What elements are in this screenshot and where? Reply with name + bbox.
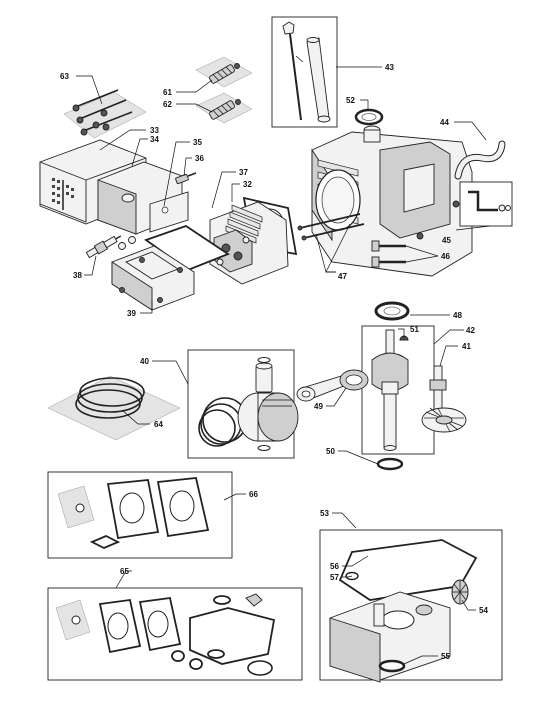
callout-55: 55 [441, 652, 450, 661]
valve-spring-kit-62 [195, 92, 253, 124]
crankcase-cover-box-53 [319, 529, 503, 683]
callout-61: 61 [163, 88, 172, 97]
callout-37: 37 [239, 168, 248, 177]
callout-49: 49 [314, 402, 323, 411]
breather-kit-45 [459, 181, 513, 227]
callout-51: 51 [410, 325, 419, 334]
valve-kit-63 [63, 89, 147, 139]
callout-40: 40 [140, 357, 149, 366]
callout-64: 64 [154, 420, 163, 429]
callout-66: 66 [249, 490, 258, 499]
dipstick-tube-assembly [271, 16, 338, 128]
callout-39: 39 [127, 309, 136, 318]
oil-seal-52 [354, 108, 384, 126]
callout-42: 42 [466, 326, 475, 335]
callout-45: 45 [442, 236, 451, 245]
callout-65: 65 [120, 567, 129, 576]
connecting-rod-49 [296, 369, 369, 402]
piston-ring-set-64 [47, 375, 181, 441]
callout-32: 32 [243, 180, 252, 189]
callout-35: 35 [193, 138, 202, 147]
callout-43: 43 [385, 63, 394, 72]
piston-kit-box-40 [187, 349, 299, 459]
callout-38: 38 [73, 271, 82, 280]
gasket-set-66 [47, 471, 233, 559]
washer-50 [376, 457, 404, 471]
gasket-set-65 [47, 587, 303, 681]
head-bolts-47 [297, 213, 365, 241]
cylinder-head-32 [209, 201, 289, 285]
crankshaft [371, 329, 409, 451]
cylinder-block [311, 125, 473, 277]
callout-62: 62 [163, 100, 172, 109]
callout-56: 56 [330, 562, 339, 571]
head-nut [128, 236, 136, 244]
callout-63: 63 [60, 72, 69, 81]
head-nut [118, 242, 126, 250]
callout-52: 52 [346, 96, 355, 105]
muffler-bolt-36 [175, 172, 197, 185]
callout-44: 44 [440, 118, 449, 127]
callout-53: 53 [320, 509, 329, 518]
callout-47: 47 [338, 272, 347, 281]
camshaft-41 [421, 365, 467, 433]
bolts-46 [371, 240, 406, 268]
muffler-gasket-35 [149, 191, 189, 233]
callout-41: 41 [462, 342, 471, 351]
callout-50: 50 [326, 447, 335, 456]
breather-hose-44 [454, 140, 506, 180]
callout-34: 34 [150, 135, 159, 144]
callout-54: 54 [479, 606, 488, 615]
callout-labels: 63 61 62 43 52 44 33 34 35 36 37 32 45 4… [60, 63, 488, 661]
spark-plug-38 [85, 235, 122, 259]
callout-57: 57 [330, 573, 339, 582]
callout-48: 48 [453, 311, 462, 320]
callout-36: 36 [195, 154, 204, 163]
valve-spring-kit-61 [195, 56, 253, 88]
callout-33: 33 [150, 126, 159, 135]
valve-cover-39 [111, 245, 195, 311]
oil-seal-48 [374, 301, 410, 321]
leader-lines [76, 66, 491, 665]
callout-46: 46 [441, 252, 450, 261]
